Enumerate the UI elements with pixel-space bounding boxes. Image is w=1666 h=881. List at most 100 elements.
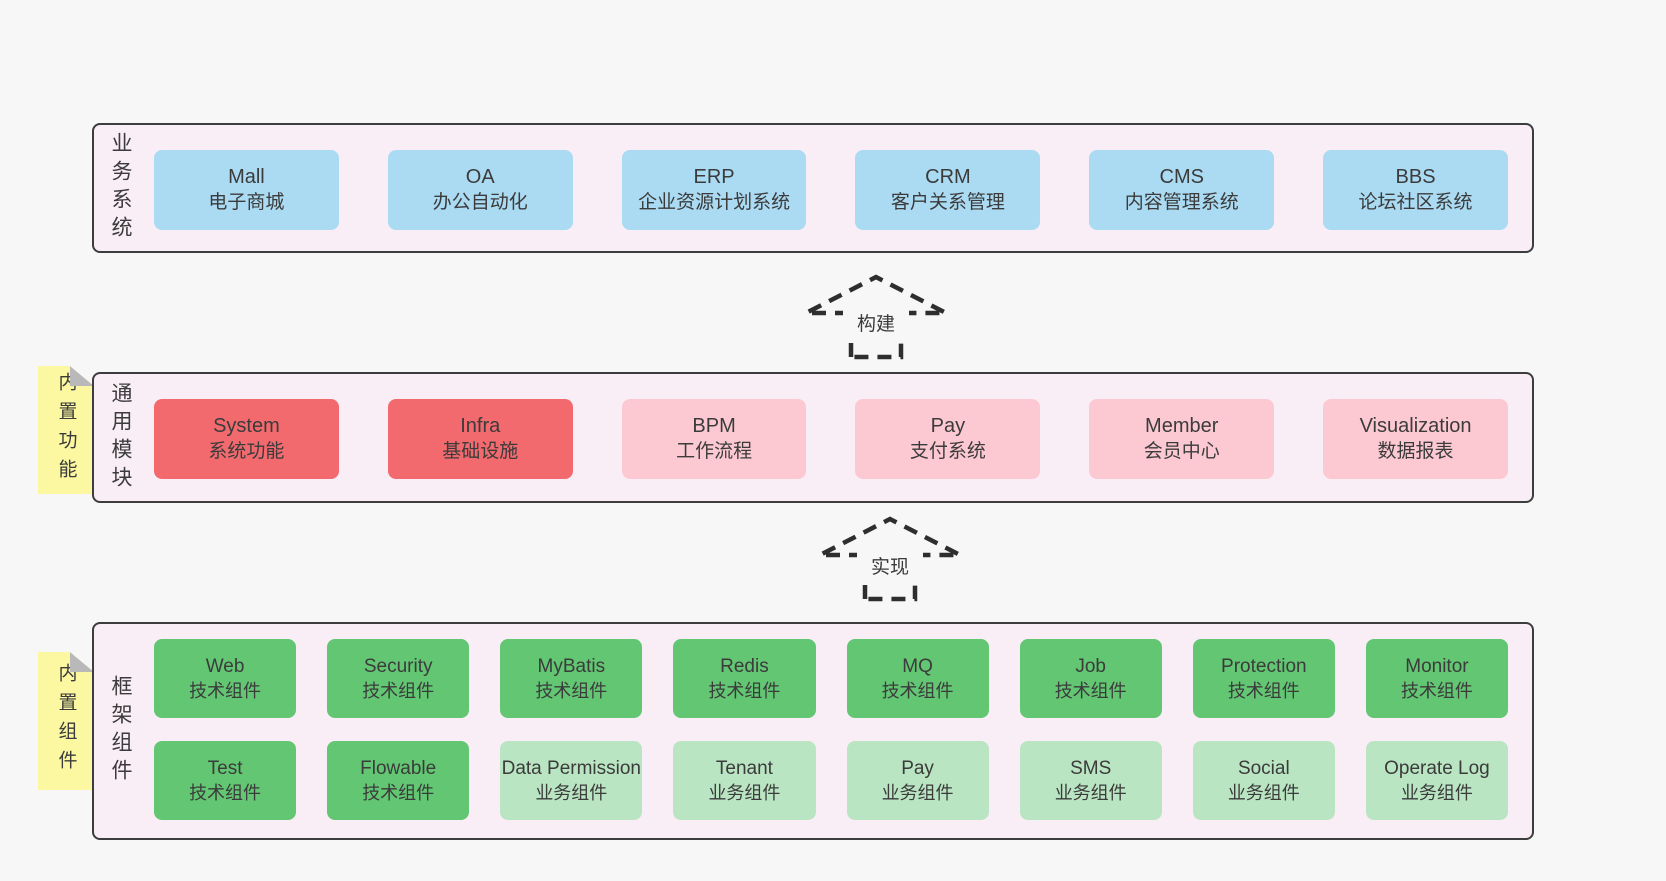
- box-oa: OA 办公自动化: [387, 150, 573, 230]
- box-subtitle: 技术组件: [1227, 680, 1300, 701]
- box-row: Test 技术组件 Flowable 技术组件 Data Permission …: [154, 741, 1508, 820]
- box-title: BBS: [1395, 166, 1436, 188]
- box-title: SMS: [1070, 757, 1112, 779]
- box-subtitle: 数据报表: [1377, 441, 1454, 462]
- panel-label-text: 通用模块: [109, 381, 132, 494]
- box-subtitle: 业务组件: [1054, 782, 1127, 803]
- box-title: Monitor: [1405, 655, 1469, 677]
- box-subtitle: 业务组件: [535, 782, 608, 803]
- box-title: ERP: [693, 166, 735, 188]
- box-title: System: [213, 415, 280, 437]
- box-redis: Redis 技术组件: [673, 639, 816, 718]
- box-monitor: Monitor 技术组件: [1365, 639, 1508, 718]
- box-visualization: Visualization 数据报表: [1323, 399, 1508, 479]
- box-title: CMS: [1159, 166, 1204, 188]
- box-title: Security: [363, 655, 433, 677]
- box-row: Mall 电子商城 OA 办公自动化 ERP 企业资源计划系统 CRM 客户关系…: [154, 150, 1508, 230]
- box-subtitle: 技术组件: [1054, 680, 1127, 701]
- box-web: Web 技术组件: [154, 639, 297, 718]
- box-pay-module: Pay 支付系统: [855, 399, 1041, 479]
- box-bbs: BBS 论坛社区系统: [1323, 150, 1508, 230]
- box-subtitle: 业务组件: [1227, 782, 1300, 803]
- arrow-implement-label: 实现: [857, 551, 923, 579]
- box-mybatis: MyBatis 技术组件: [500, 639, 643, 718]
- box-subtitle: 技术组件: [189, 680, 262, 701]
- box-subtitle: 业务组件: [708, 782, 781, 803]
- box-subtitle: 技术组件: [189, 782, 262, 803]
- box-title: Data Permission: [501, 757, 641, 779]
- box-subtitle: 技术组件: [1400, 680, 1473, 701]
- box-title: BPM: [692, 415, 736, 437]
- box-bpm: BPM 工作流程: [621, 399, 807, 479]
- box-row: System 系统功能 Infra 基础设施 BPM 工作流程 Pay 支付系统…: [154, 399, 1508, 479]
- box-crm: CRM 客户关系管理: [855, 150, 1041, 230]
- box-subtitle: 内容管理系统: [1124, 192, 1239, 213]
- box-title: Visualization: [1359, 415, 1472, 437]
- box-subtitle: 技术组件: [881, 680, 954, 701]
- box-title: Infra: [460, 415, 501, 437]
- box-security: Security 技术组件: [327, 639, 470, 718]
- box-title: Redis: [720, 655, 769, 677]
- box-mall: Mall 电子商城: [154, 150, 339, 230]
- box-title: CRM: [925, 166, 971, 188]
- folded-corner-icon: [70, 366, 94, 386]
- box-title: Member: [1145, 415, 1219, 437]
- box-tenant: Tenant 业务组件: [673, 741, 816, 820]
- panel-vertical-label: 通用模块: [103, 374, 137, 501]
- panel-common-modules: 通用模块 System 系统功能 Infra 基础设施 BPM 工作流程 Pay…: [92, 372, 1534, 503]
- note-label: 内置组件: [55, 663, 77, 779]
- box-title: Web: [205, 655, 245, 677]
- box-subtitle: 支付系统: [909, 441, 986, 462]
- box-mq: MQ 技术组件: [846, 639, 989, 718]
- box-title: Pay: [901, 757, 934, 779]
- box-subtitle: 工作流程: [676, 441, 753, 462]
- box-data-permission: Data Permission 业务组件: [500, 741, 643, 820]
- box-subtitle: 技术组件: [362, 782, 435, 803]
- box-subtitle: 系统功能: [208, 441, 285, 462]
- box-cms: CMS 内容管理系统: [1089, 150, 1275, 230]
- box-social: Social 业务组件: [1192, 741, 1335, 820]
- box-title: Flowable: [360, 757, 437, 779]
- folded-corner-icon: [70, 652, 94, 672]
- box-title: Tenant: [715, 757, 773, 779]
- box-title: MQ: [902, 655, 933, 677]
- panel-label-text: 业务系统: [109, 132, 132, 244]
- box-sms: SMS 业务组件: [1019, 741, 1162, 820]
- box-member: Member 会员中心: [1089, 399, 1275, 479]
- panel-business-systems: 业务系统 Mall 电子商城 OA 办公自动化 ERP 企业资源计划系统 CRM…: [92, 123, 1534, 253]
- box-title: MyBatis: [537, 655, 606, 677]
- box-subtitle: 电子商城: [208, 192, 285, 213]
- box-title: Social: [1237, 757, 1290, 779]
- box-title: OA: [465, 166, 495, 188]
- box-operate-log: Operate Log 业务组件: [1365, 741, 1508, 820]
- box-subtitle: 业务组件: [881, 782, 954, 803]
- box-subtitle: 技术组件: [708, 680, 781, 701]
- box-subtitle: 业务组件: [1400, 782, 1473, 803]
- box-protection: Protection 技术组件: [1192, 639, 1335, 718]
- panel-vertical-label: 业务系统: [103, 125, 137, 251]
- box-subtitle: 企业资源计划系统: [638, 192, 791, 213]
- box-pay-component: Pay 业务组件: [846, 741, 989, 820]
- box-job: Job 技术组件: [1019, 639, 1162, 718]
- box-subtitle: 客户关系管理: [890, 192, 1005, 213]
- note-built-in-features: 内置功能: [38, 366, 94, 494]
- box-subtitle: 办公自动化: [432, 192, 528, 213]
- box-subtitle: 基础设施: [442, 441, 519, 462]
- box-test: Test 技术组件: [154, 741, 297, 820]
- panel-label-text: 框架组件: [109, 675, 132, 787]
- box-erp: ERP 企业资源计划系统: [621, 150, 807, 230]
- arrow-build-label: 构建: [843, 308, 909, 336]
- box-title: Test: [207, 757, 243, 779]
- box-title: Pay: [930, 415, 966, 437]
- box-row: Web 技术组件 Security 技术组件 MyBatis 技术组件 Redi…: [154, 639, 1508, 718]
- box-title: Operate Log: [1384, 757, 1490, 779]
- box-subtitle: 技术组件: [535, 680, 608, 701]
- box-title: Job: [1075, 655, 1106, 677]
- note-label: 内置功能: [55, 372, 77, 488]
- box-subtitle: 论坛社区系统: [1358, 192, 1473, 213]
- box-title: Protection: [1221, 655, 1307, 677]
- note-built-in-components: 内置组件: [38, 652, 94, 790]
- box-title: Mall: [228, 166, 265, 188]
- panel-vertical-label: 框架组件: [103, 624, 137, 838]
- box-subtitle: 会员中心: [1143, 441, 1220, 462]
